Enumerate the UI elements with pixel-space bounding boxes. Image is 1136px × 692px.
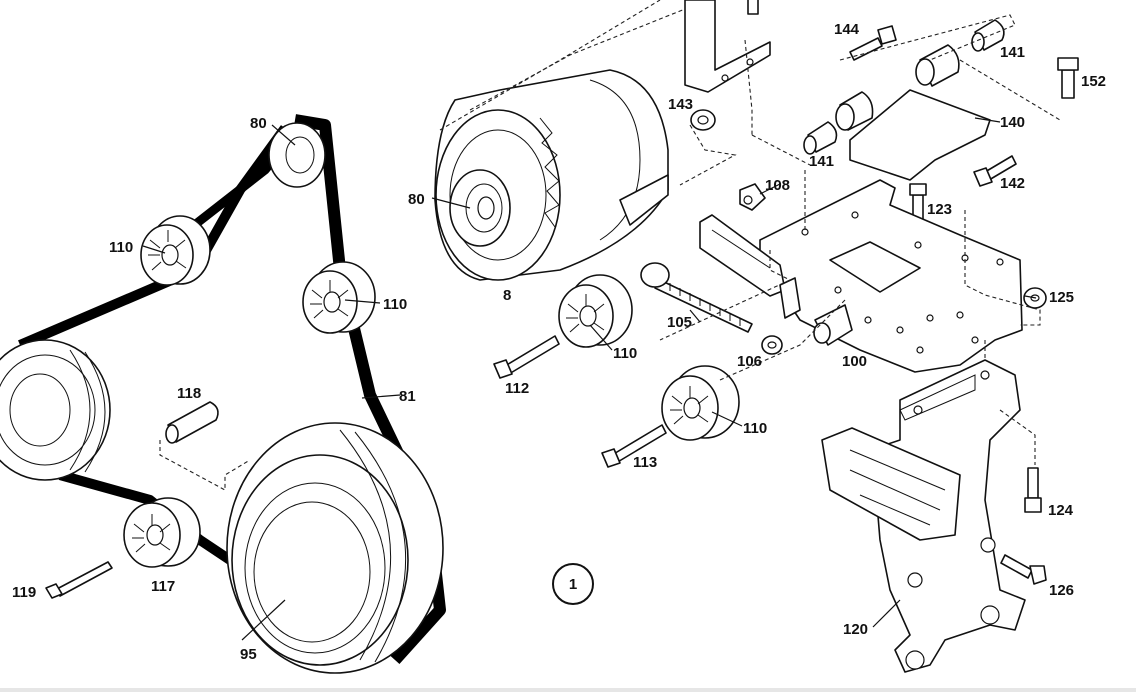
- callout-110-belt: 110: [383, 296, 407, 313]
- nut-106: [761, 335, 783, 355]
- roller-110-belt: [302, 261, 376, 334]
- callout-117: 117: [151, 578, 175, 595]
- rod-105: [640, 262, 753, 333]
- crank-pulley: [0, 339, 111, 481]
- pulley-80-top: [268, 122, 326, 188]
- callout-144: 144: [834, 21, 860, 38]
- callout-126: 126: [1049, 582, 1074, 599]
- callout-106: 106: [737, 353, 762, 370]
- callout-105: 105: [667, 314, 692, 331]
- callout-152: 152: [1081, 73, 1106, 90]
- callout-140: 140: [1000, 114, 1025, 131]
- callout-108: 108: [765, 177, 790, 194]
- callout-120: 120: [843, 621, 868, 638]
- view-marker: 1: [552, 563, 594, 605]
- bolt-124: [1024, 467, 1042, 513]
- leader-lines: [142, 117, 1037, 641]
- bolt-119: [45, 561, 113, 599]
- callout-110-center: 110: [613, 345, 637, 362]
- bracket-120: [821, 359, 1026, 673]
- nut-143: [690, 109, 716, 131]
- bolt-152: [1057, 57, 1079, 99]
- callout-119: 119: [12, 584, 36, 601]
- callout-80-alternator: 80: [408, 191, 425, 208]
- callout-125: 125: [1049, 289, 1074, 306]
- sleeve-118: [165, 401, 219, 444]
- roller-110-left: [140, 215, 211, 286]
- sleeve-141-top: [971, 19, 1005, 52]
- callout-113: 113: [633, 454, 657, 471]
- callout-118: 118: [177, 385, 201, 402]
- callout-112: 112: [505, 380, 529, 397]
- bottom-edge-bar: [0, 688, 1136, 692]
- callout-80-top: 80: [250, 115, 267, 132]
- callout-123: 123: [927, 201, 952, 218]
- bolt-126: [1000, 554, 1047, 585]
- pulley-95: [226, 422, 444, 674]
- bolt-144: [849, 25, 897, 61]
- callout-100: 100: [842, 353, 867, 370]
- sleeve-141-mid: [803, 121, 838, 155]
- callout-124: 124: [1048, 502, 1074, 519]
- callout-141-mid: 141: [809, 153, 834, 170]
- bolt-142: [973, 155, 1017, 187]
- callout-141-top: 141: [1000, 44, 1025, 61]
- tensioner-block: [813, 304, 853, 346]
- callout-95: 95: [240, 646, 257, 663]
- roller-117: [123, 497, 201, 568]
- slot-bracket: [699, 214, 801, 319]
- callout-143: 143: [668, 96, 693, 113]
- callout-81: 81: [399, 388, 416, 405]
- callout-142: 142: [1000, 175, 1025, 192]
- plate-100: [759, 179, 1023, 373]
- view-marker-number: 1: [569, 576, 577, 593]
- bolt-112: [493, 335, 560, 379]
- mount-140: [835, 44, 991, 181]
- clip-108: [739, 183, 766, 211]
- bolt-113: [601, 424, 667, 468]
- callout-labels: 80 80 110 110 81 8 118 117 119 95 143 14…: [12, 21, 1106, 663]
- callout-110-bottom: 110: [743, 420, 767, 437]
- callout-8: 8: [503, 287, 511, 304]
- roller-110-center: [558, 274, 633, 348]
- callout-110-left: 110: [109, 239, 133, 256]
- upper-bracket: [684, 0, 771, 93]
- alternator-8: [434, 69, 669, 281]
- roller-110-bottom: [661, 365, 740, 441]
